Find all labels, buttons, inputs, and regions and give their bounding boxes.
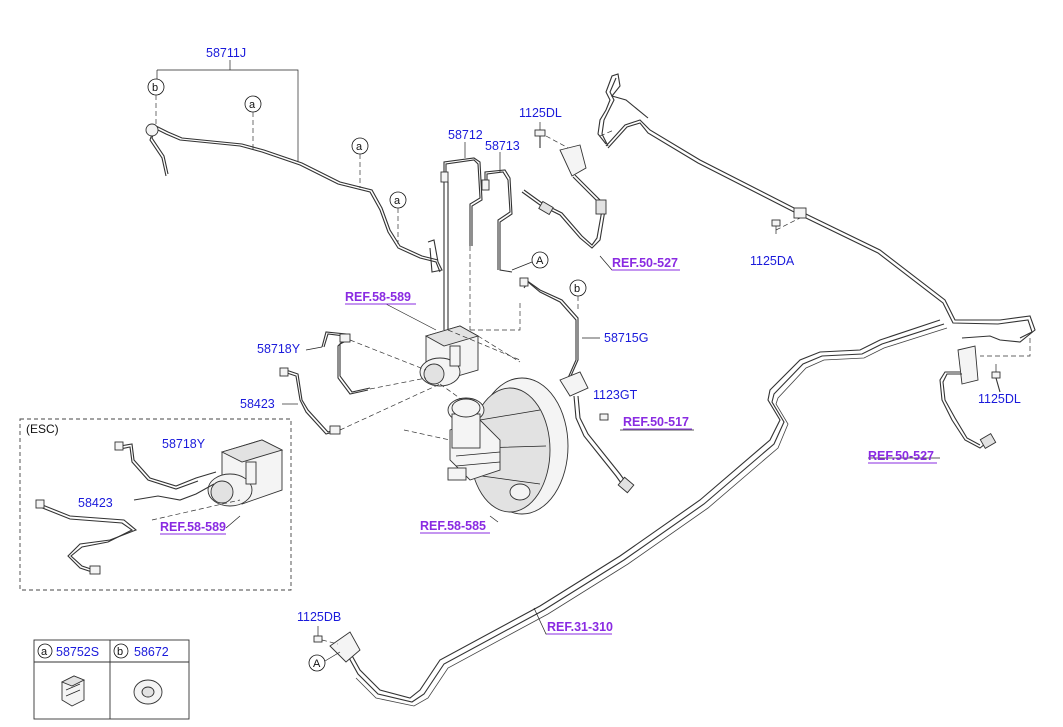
label-58718Y: 58718Y	[257, 342, 301, 356]
svg-text:a: a	[394, 195, 401, 207]
tubes-58718Y-58423	[279, 331, 441, 435]
label-58713: 58713	[485, 139, 520, 153]
ref-50-527-top: REF.50-527	[612, 256, 678, 270]
callout-a-3: a	[389, 191, 407, 244]
ref-58-585: REF.58-585	[420, 519, 486, 533]
brake-booster-master-cylinder	[447, 377, 569, 523]
callout-b-58711J: b	[147, 78, 165, 124]
brake-tube-58711J	[145, 60, 443, 273]
callout-A-lower: A	[308, 651, 341, 672]
callout-a-2: a	[351, 137, 369, 188]
legend-table: a 58752S b 58672	[33, 639, 190, 720]
hose-upper-right	[521, 122, 680, 271]
label-1123GT: 1123GT	[593, 388, 638, 402]
label-58712: 58712	[448, 128, 483, 142]
svg-text:b: b	[574, 283, 580, 295]
esc-label-58718Y: 58718Y	[162, 437, 206, 451]
label-58423: 58423	[240, 397, 275, 411]
label-58711J: 58711J	[206, 46, 246, 60]
ref-31-310: REF.31-310	[547, 620, 613, 634]
hose-right	[868, 338, 1031, 459]
floor-brake-tube	[313, 319, 948, 707]
esc-inset	[19, 418, 292, 591]
svg-text:a: a	[356, 141, 363, 153]
legend-a-letter: a	[41, 646, 48, 658]
brake-tubes-58712-58713	[440, 142, 513, 330]
callout-b-58715G: b	[569, 279, 587, 312]
esc-label-58423: 58423	[78, 496, 113, 510]
esc-title: (ESC)	[26, 422, 59, 436]
ref-50-517: REF.50-517	[623, 415, 689, 429]
callout-A-upper: A	[511, 251, 549, 271]
svg-text:a: a	[249, 99, 256, 111]
rear-brake-tube-right	[597, 73, 1036, 343]
hose-50-517	[559, 371, 694, 494]
legend-a-part: 58752S	[56, 645, 99, 659]
legend-b-letter: b	[117, 646, 123, 658]
legend-b-part: 58672	[134, 645, 169, 659]
clip-58752S-icon	[60, 675, 86, 707]
ref-50-527-right: REF.50-527	[868, 449, 934, 463]
ref-58-589-esc: REF.58-589	[160, 520, 226, 534]
label-1125DB: 1125DB	[297, 610, 341, 624]
brake-tube-58715G	[519, 277, 600, 379]
svg-text:A: A	[313, 658, 321, 670]
ref-58-589-top: REF.58-589	[345, 290, 411, 304]
svg-text:b: b	[152, 82, 158, 94]
guide-lines	[403, 300, 561, 471]
svg-text:A: A	[536, 255, 544, 267]
grommet-58672-icon	[133, 679, 163, 705]
label-1125DA: 1125DA	[750, 254, 795, 268]
callout-a-1: a	[244, 95, 262, 150]
label-1125DL-top: 1125DL	[519, 106, 562, 120]
abs-hecu-module	[385, 303, 480, 387]
label-1125DL-right: 1125DL	[978, 392, 1021, 406]
label-58715G: 58715G	[604, 331, 648, 345]
